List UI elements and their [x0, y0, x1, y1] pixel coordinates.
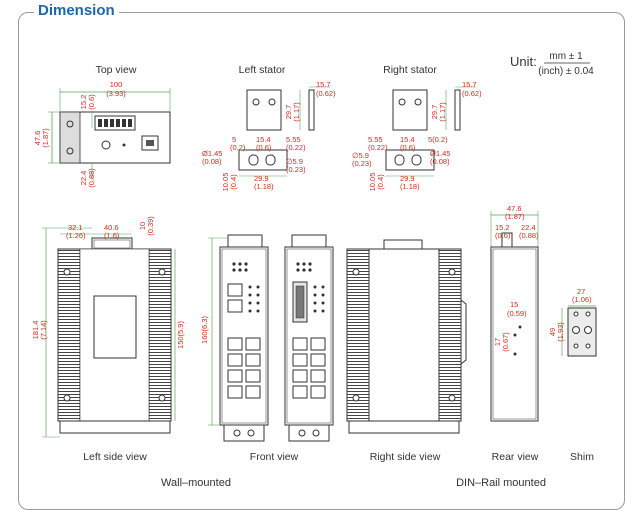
left-stator-drawing [238, 86, 330, 177]
front-view-label: Front view [250, 451, 299, 463]
dim-ls-d1: Ø1.45 [202, 149, 222, 158]
dim-rs-555-in: (0.22) [368, 143, 388, 152]
top-view-drawing [48, 88, 171, 180]
dim-lsv-406-in: (1.6) [104, 231, 120, 240]
dimension-frame [18, 12, 625, 510]
dim-rs-d2-in: (0.23) [352, 159, 372, 168]
front-view-drawing [208, 234, 334, 442]
shim-drawing [561, 305, 597, 357]
dim-top-width: 100 [110, 80, 123, 89]
dim-ls-w: 29.9 [254, 174, 269, 183]
dim-sh-49-in: (1.93) [556, 322, 565, 342]
dim-rv-17: 17 [493, 338, 502, 346]
dim-ls-v: 10.05 [221, 173, 230, 192]
dim-rv-476: 47.6 [507, 204, 522, 213]
dim-rs-v: 10.05 [368, 173, 377, 192]
section-title: Dimension [34, 2, 119, 19]
dim-sh-27: 27 [577, 287, 585, 296]
dim-rs-w-in: (1.18) [400, 182, 420, 191]
right-side-view-drawing [346, 239, 467, 434]
left-stator-label: Left stator [239, 64, 286, 76]
dim-ls-t: 15.7 [316, 80, 331, 89]
right-stator-label: Right stator [383, 64, 437, 76]
dim-rs-h: 29.7 [430, 105, 439, 120]
dim-rv-17-in: (0.67) [501, 332, 510, 352]
dim-lsv-321: 32.1 [68, 223, 83, 232]
dim-ls-5-in: (0.2) [230, 143, 246, 152]
rear-view-drawing [490, 211, 539, 422]
dim-top-height-in: (1.87) [41, 128, 50, 148]
dim-rv-15: 15 [510, 300, 518, 309]
dim-top-height: 47.6 [33, 131, 42, 146]
dim-lsv-406: 40.6 [104, 223, 119, 232]
dim-rv-15-in: (0.59) [507, 309, 527, 318]
dim-rs-154-in: (0.6) [400, 143, 416, 152]
dim-rv-224: 22.4 [521, 223, 536, 232]
right-stator-drawing [385, 86, 476, 177]
dim-sh-49: 49 [548, 328, 557, 336]
shim-label: Shim [570, 451, 594, 463]
dim-ls-t-in: (0.62) [316, 89, 336, 98]
dim-rs-t: 15.7 [462, 80, 477, 89]
dim-rv-476-in: (1.87) [505, 212, 525, 221]
dim-rs-154: 15.4 [400, 135, 415, 144]
dim-lsv-10: 10 [138, 222, 147, 230]
dim-rs-555: 5.55 [368, 135, 383, 144]
dim-rs-d1-in: (0.08) [430, 157, 450, 166]
dim-ls-d2-in: (0.23) [286, 165, 306, 174]
left-side-view-drawing [42, 227, 176, 438]
dim-lsv-10-in: (0.39) [146, 216, 155, 236]
dim-ls-555-in: (0.22) [286, 143, 306, 152]
unit-numerator: mm ± 1 [549, 51, 583, 62]
dim-rs-d1: Ø1.45 [430, 149, 450, 158]
din-rail-caption: DIN–Rail mounted [456, 477, 546, 489]
dim-rs-w: 29.9 [400, 174, 415, 183]
rear-view-label: Rear view [492, 451, 539, 463]
dim-rv-224-in: (0.88) [519, 231, 539, 240]
dim-ls-v-in: (0.4) [229, 174, 238, 190]
dim-ls-555: 5.55 [286, 135, 301, 144]
dim-lsv-321-in: (1.26) [66, 231, 86, 240]
dim-lsv-h: 181.4 [31, 321, 40, 340]
unit-denominator: (inch) ± 0.04 [538, 66, 594, 77]
dim-rs-5: 5(0.2) [428, 135, 448, 144]
dim-ls-h-in: (1.17) [292, 102, 301, 122]
dim-rv-152-in: (0.6) [495, 231, 511, 240]
dim-rv-152: 15.2 [495, 223, 510, 232]
dim-ls-154: 15.4 [256, 135, 271, 144]
unit-label: Unit: [510, 54, 537, 69]
dim-rs-d2: ∅5.9 [352, 151, 369, 160]
dim-top-b-in: (0.88) [87, 168, 96, 188]
dim-top-width-in: (3.93) [106, 89, 126, 98]
dim-lsv-h-in: (7.14) [39, 320, 48, 340]
right-side-view-label: Right side view [370, 451, 441, 463]
dim-top-b: 22.4 [79, 171, 88, 186]
dim-ls-d2: ∅5.9 [286, 157, 303, 166]
dim-ls-154-in: (0.6) [256, 143, 272, 152]
dim-rs-h-in: (1.17) [438, 102, 447, 122]
dim-ls-d1-in: (0.08) [202, 157, 222, 166]
dim-rs-t-in: (0.62) [462, 89, 482, 98]
wall-mounted-caption: Wall–mounted [161, 477, 231, 489]
dim-ls-h: 29.7 [284, 105, 293, 120]
dim-ls-5: 5 [232, 135, 236, 144]
dim-rs-v-in: (0.4) [376, 174, 385, 190]
dim-top-a: 15.2 [79, 95, 88, 110]
dim-ls-w-in: (1.18) [254, 182, 274, 191]
dim-sh-27-in: (1.06) [572, 295, 592, 304]
dim-lsv-150: 150(5.9) [176, 321, 185, 349]
dim-fv-160: 160(6.3) [200, 316, 209, 344]
dim-top-a-in: (0.6) [87, 94, 96, 110]
top-view-label: Top view [96, 64, 137, 76]
left-side-view-label: Left side view [83, 451, 147, 463]
